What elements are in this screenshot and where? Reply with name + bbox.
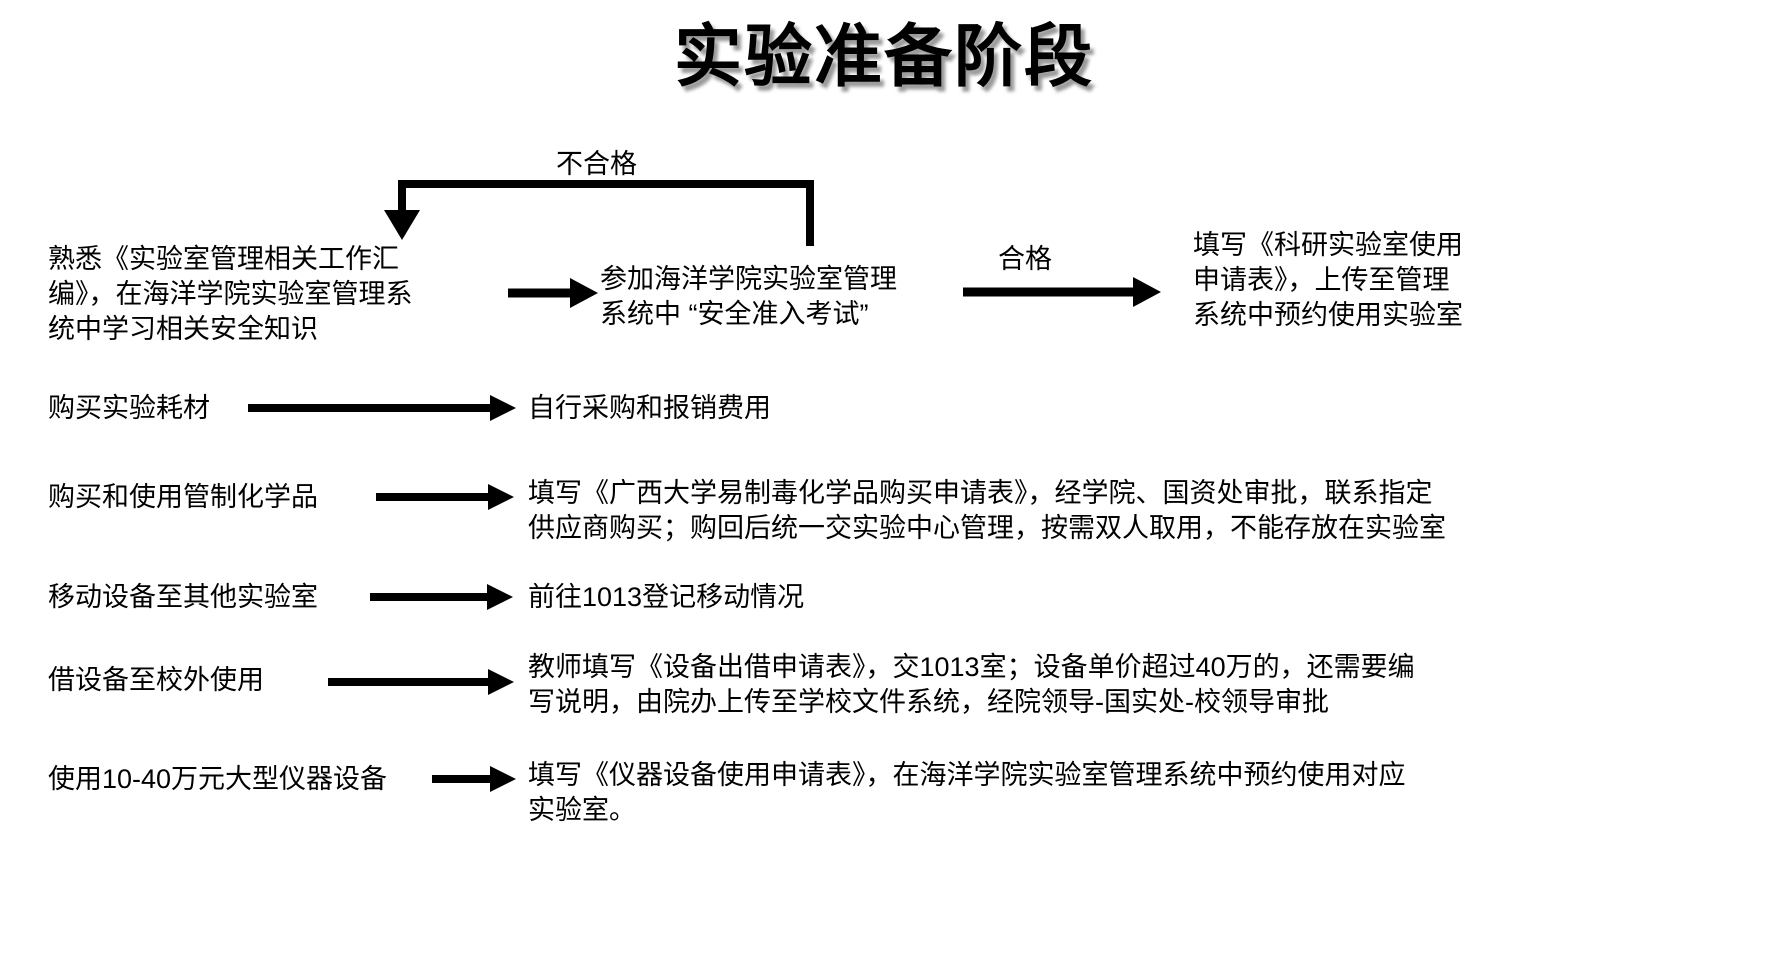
branch-label-fail: 不合格 xyxy=(556,149,637,179)
arrow-step2-to-step3 xyxy=(963,275,1163,309)
step-familiarize-regulations: 熟悉《实验室管理相关工作汇 编》，在海洋学院实验室管理系 统中学习相关安全知识 xyxy=(48,244,413,345)
arrow-row-controlled-chemicals xyxy=(376,482,516,512)
row-value-move-equipment: 前往1013登记移动情况 xyxy=(528,582,805,612)
arrow-row-move-equipment xyxy=(370,582,515,612)
arrow-row-large-instrument xyxy=(432,764,518,794)
row-label-controlled-chemicals: 购买和使用管制化学品 xyxy=(48,482,318,512)
branch-label-pass: 合格 xyxy=(998,244,1052,274)
row-label-move-equipment: 移动设备至其他实验室 xyxy=(48,582,318,612)
row-value-lend-equipment: 教师填写《设备出借申请表》，交1013室；设备单价超过40万的，还需要编 写说明… xyxy=(528,652,1415,718)
feedback-loop-arrow xyxy=(380,176,830,266)
row-value-consumables: 自行采购和报销费用 xyxy=(528,393,771,423)
step-safety-entrance-exam: 参加海洋学院实验室管理 系统中 “安全准入考试” xyxy=(600,264,897,330)
arrow-step1-to-step2 xyxy=(508,276,600,310)
arrow-row-consumables xyxy=(248,393,518,423)
step-lab-use-application: 填写《科研实验室使用 申请表》，上传至管理 系统中预约使用实验室 xyxy=(1193,230,1463,331)
row-label-large-instrument: 使用10-40万元大型仪器设备 xyxy=(48,764,388,794)
row-value-large-instrument: 填写《仪器设备使用申请表》，在海洋学院实验室管理系统中预约使用对应 实验室。 xyxy=(528,760,1406,826)
row-label-consumables: 购买实验耗材 xyxy=(48,393,210,423)
row-label-lend-equipment: 借设备至校外使用 xyxy=(48,665,264,695)
page-title: 实验准备阶段 xyxy=(673,19,1094,95)
row-value-controlled-chemicals: 填写《广西大学易制毒化学品购买申请表》，经学院、国资处审批，联系指定 供应商购买… xyxy=(528,478,1446,544)
arrow-row-lend-equipment xyxy=(328,667,516,697)
